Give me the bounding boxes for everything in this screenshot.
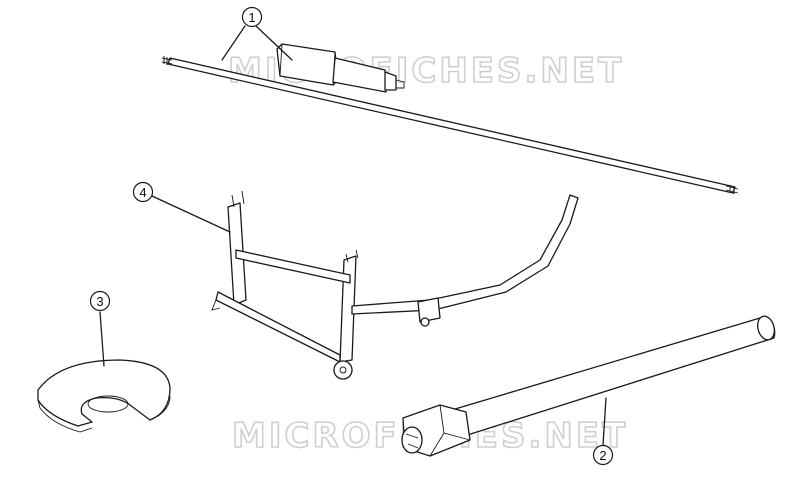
rod-thread-left [161,56,173,65]
callout-4-label: 4 [139,185,146,200]
right-upright [339,255,357,363]
callout-3-label: 3 [96,294,103,309]
socket-face [401,426,423,454]
part-4-stand-frame [211,190,579,380]
long-rod [167,57,736,194]
upper-crossbar [235,249,351,284]
callout-3: 3 [89,290,111,312]
lever-clamp [417,297,441,323]
callout-2-label: 2 [599,448,606,463]
part-1-rod-tool [161,43,739,194]
leader-3 [99,311,105,367]
adapter-sleeve [332,57,387,93]
tube-end [757,315,775,341]
part-2-tube-tool [401,315,776,457]
washer-body [37,359,171,427]
leader-1a [221,25,246,61]
leader-4 [151,195,231,233]
leader-2 [602,397,607,446]
adapter-nut [384,71,397,91]
callout-1: 1 [241,6,263,28]
lower-crossbar [215,291,341,363]
part-3-split-washer [37,359,171,433]
lever-arm [351,194,579,315]
base-wheel [333,360,353,380]
leader-1b [255,25,293,61]
rod-thread-right [725,185,739,194]
callout-4: 4 [132,181,154,203]
callout-1-label: 1 [248,10,255,25]
callout-2: 2 [592,444,614,466]
